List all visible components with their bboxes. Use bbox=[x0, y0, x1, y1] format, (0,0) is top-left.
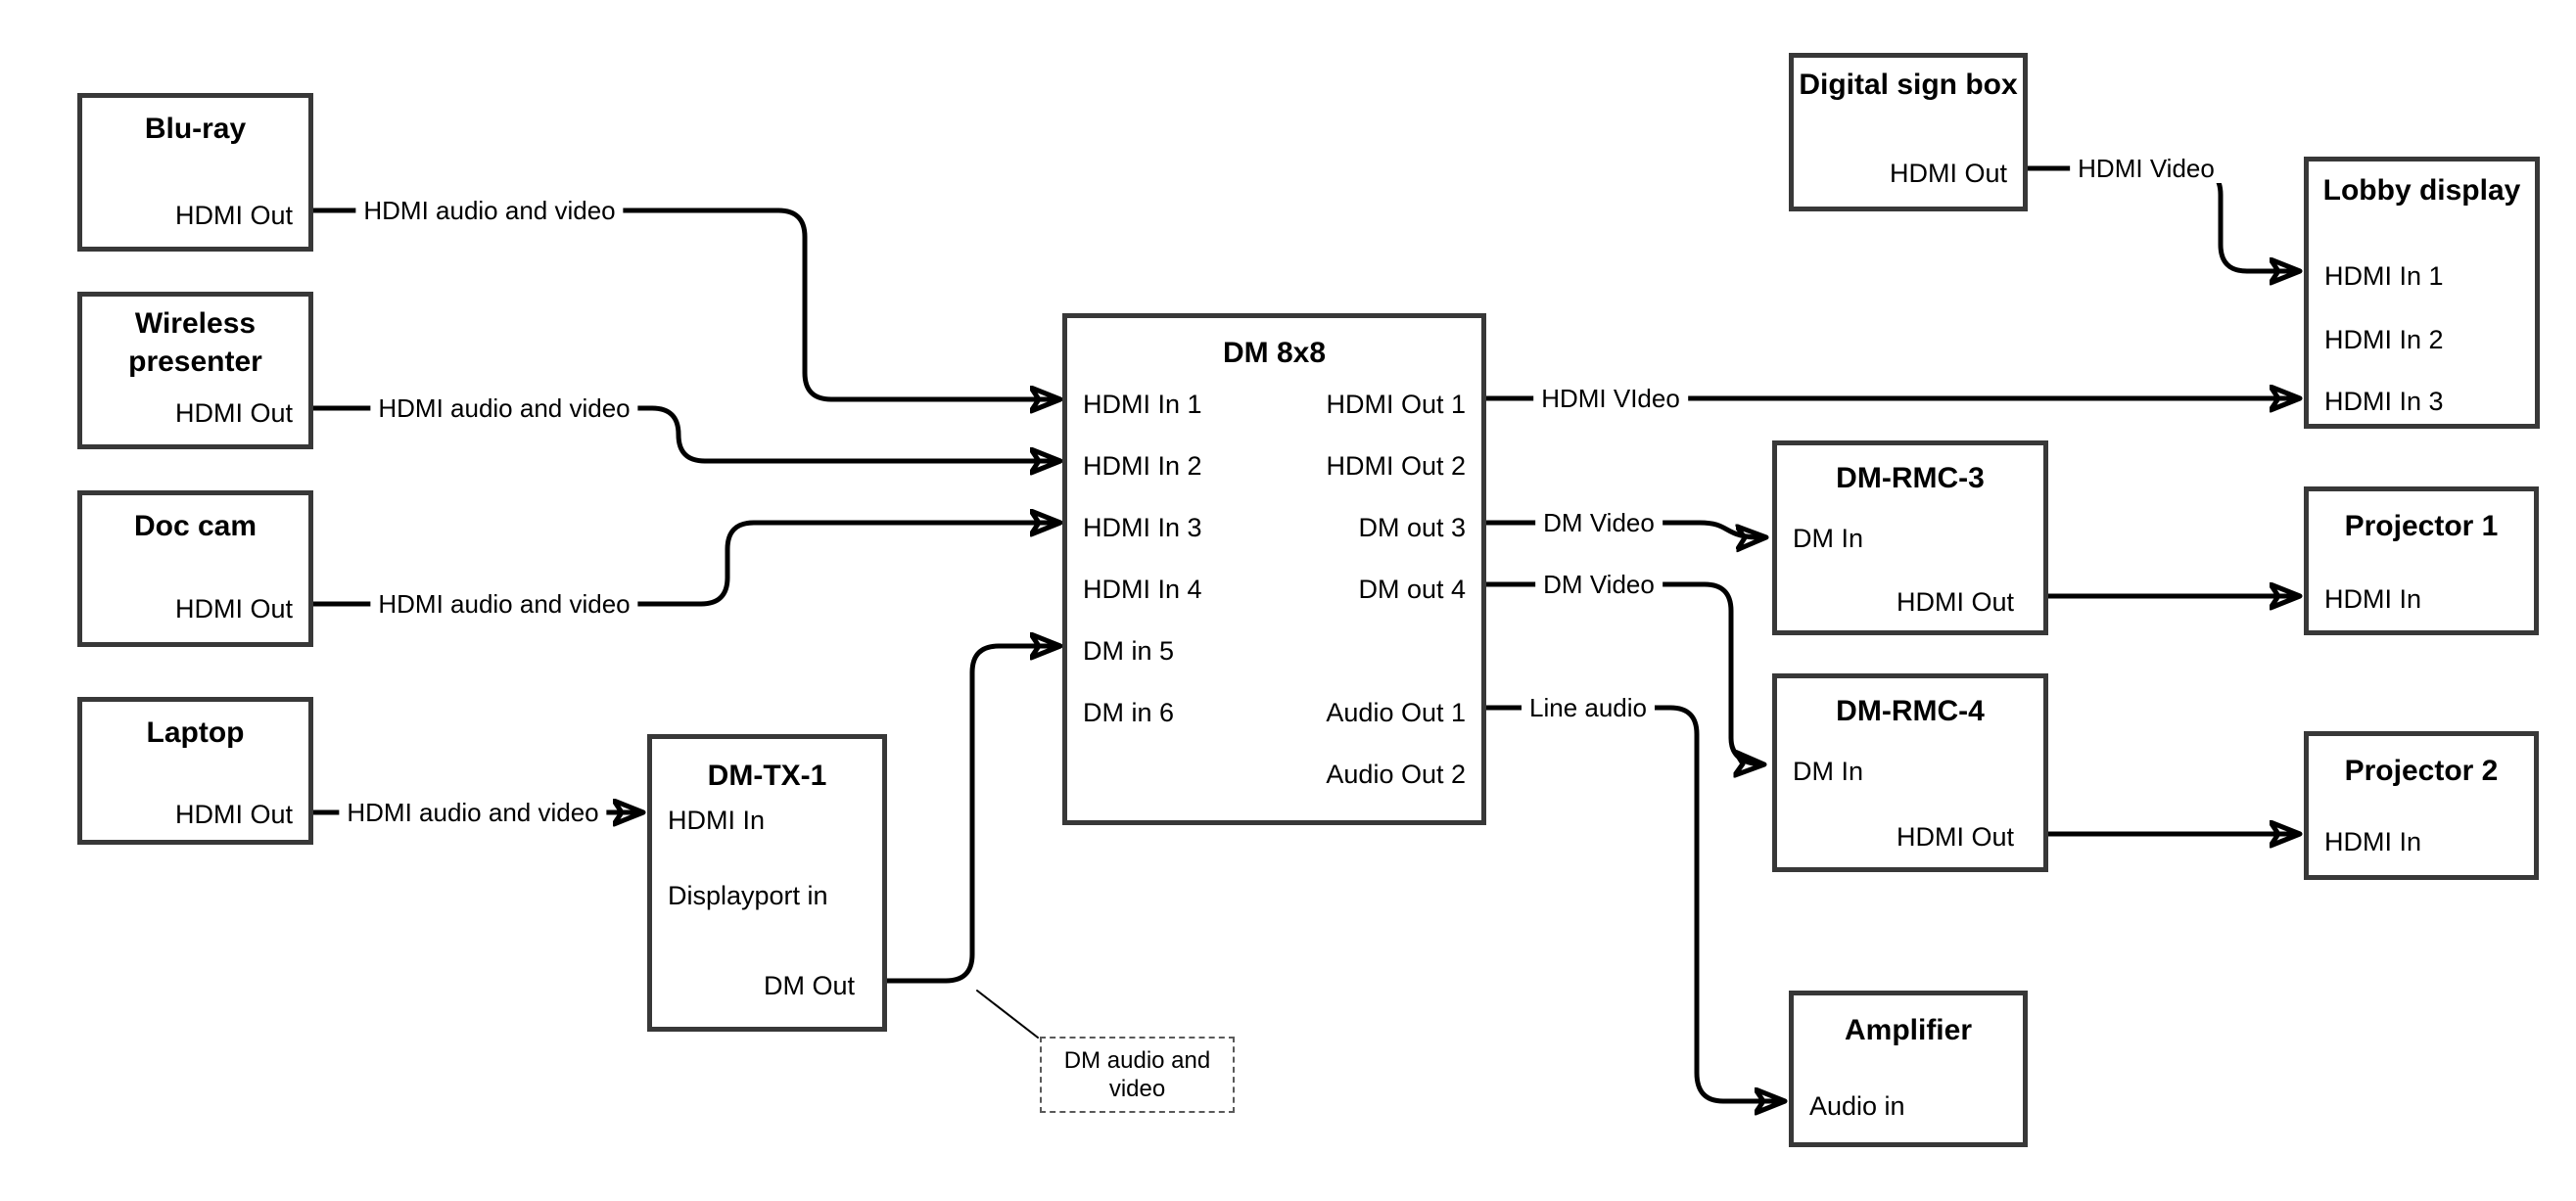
port-dm8x8-hdmi-out-2: HDMI Out 2 bbox=[1326, 451, 1466, 481]
edge-dmtx1-to-dm8x8-in5 bbox=[884, 646, 1059, 984]
port-dm8x8-hdmi-in-3: HDMI In 3 bbox=[1083, 513, 1202, 542]
port-dmtx1-hdmi-in: HDMI In bbox=[668, 806, 766, 835]
node-wireless-title: Wireless presenter bbox=[128, 307, 262, 378]
edge-label-dm-video-4: DM Video bbox=[1535, 570, 1663, 599]
port-lobby-hdmi-in-2: HDMI In 2 bbox=[2324, 325, 2444, 354]
port-dm8x8-hdmi-in-4: HDMI In 4 bbox=[1083, 575, 1202, 604]
node-lobby-display: Lobby display HDMI In 1 HDMI In 2 HDMI I… bbox=[2304, 157, 2540, 429]
edge-dm8x8-out3-to-rmc3 bbox=[1483, 520, 1765, 537]
edge-sign-to-lobby-in1 bbox=[2025, 165, 2299, 271]
port-dm8x8-audio-out-1: Audio Out 1 bbox=[1326, 698, 1466, 727]
port-wireless-hdmi-out: HDMI Out bbox=[174, 398, 293, 428]
node-projector1: Projector 1 HDMI In bbox=[2304, 486, 2539, 635]
port-rmc4-dm-in: DM In bbox=[1793, 757, 1864, 786]
node-amplifier-title: Amplifier bbox=[1844, 1014, 1973, 1046]
node-lobby-title: Lobby display bbox=[2322, 174, 2521, 207]
port-projector2-hdmi-in: HDMI In bbox=[2324, 827, 2422, 856]
node-digital-sign: Digital sign box HDMI Out bbox=[1789, 53, 2028, 211]
node-amplifier: Amplifier Audio in bbox=[1789, 991, 2028, 1147]
node-projector1-title: Projector 1 bbox=[2344, 510, 2499, 542]
edge-dm8x8-out4-to-rmc4 bbox=[1483, 581, 1763, 764]
edge-bluray-to-dm8x8-in1 bbox=[310, 208, 1059, 399]
node-digital-sign-title: Digital sign box bbox=[1799, 69, 2018, 101]
node-rmc4-title: DM-RMC-4 bbox=[1836, 695, 1985, 727]
node-rmc4: DM-RMC-4 DM In HDMI Out bbox=[1772, 673, 2048, 872]
callout-dm-audio-video-text: DM audio and video bbox=[1063, 1047, 1211, 1102]
port-dm8x8-dm-in-5: DM in 5 bbox=[1083, 636, 1175, 666]
port-dmtx1-dm-out: DM Out bbox=[763, 971, 855, 1000]
edge-wireless-to-dm8x8-in2 bbox=[310, 405, 1059, 461]
port-dm8x8-hdmi-in-1: HDMI In 1 bbox=[1083, 390, 1202, 419]
port-amplifier-audio-in: Audio in bbox=[1809, 1091, 1905, 1121]
edge-label-laptop: HDMI audio and video bbox=[339, 798, 607, 827]
node-laptop: Laptop HDMI Out bbox=[77, 697, 313, 845]
node-bluray: Blu-ray HDMI Out bbox=[77, 93, 313, 252]
port-bluray-hdmi-out: HDMI Out bbox=[174, 201, 293, 230]
port-laptop-hdmi-out: HDMI Out bbox=[174, 800, 293, 829]
port-projector1-hdmi-in: HDMI In bbox=[2324, 584, 2422, 614]
node-bluray-title: Blu-ray bbox=[144, 113, 247, 145]
callout-leader-line bbox=[976, 990, 1039, 1039]
node-laptop-title: Laptop bbox=[146, 716, 245, 749]
node-doccam: Doc cam HDMI Out bbox=[77, 490, 313, 647]
port-dm8x8-hdmi-in-2: HDMI In 2 bbox=[1083, 451, 1202, 481]
port-rmc4-hdmi-out: HDMI Out bbox=[1896, 822, 2014, 852]
node-dmtx1-title: DM-TX-1 bbox=[707, 760, 827, 792]
node-projector2: Projector 2 HDMI In bbox=[2304, 731, 2539, 880]
edge-label-doccam: HDMI audio and video bbox=[370, 589, 638, 619]
port-dm8x8-dm-out-3: DM out 3 bbox=[1358, 513, 1466, 542]
edge-dm8x8-audio1-to-amplifier bbox=[1483, 705, 1784, 1101]
node-projector2-title: Projector 2 bbox=[2344, 755, 2499, 787]
node-dm8x8: DM 8x8 HDMI In 1 HDMI In 2 HDMI In 3 HDM… bbox=[1062, 313, 1486, 825]
node-rmc3-title: DM-RMC-3 bbox=[1836, 462, 1985, 494]
port-dm8x8-hdmi-out-1: HDMI Out 1 bbox=[1326, 390, 1466, 419]
edge-label-hdmi-video-sign: HDMI Video bbox=[2070, 154, 2223, 183]
node-dm8x8-title: DM 8x8 bbox=[1222, 337, 1327, 369]
port-rmc3-dm-in: DM In bbox=[1793, 524, 1864, 553]
port-rmc3-hdmi-out: HDMI Out bbox=[1896, 587, 2014, 617]
edge-label-hdmi-video-out1: HDMI VIdeo bbox=[1533, 384, 1688, 413]
node-dmtx1: DM-TX-1 HDMI In Displayport in DM Out bbox=[647, 734, 887, 1032]
port-digital-sign-hdmi-out: HDMI Out bbox=[1889, 159, 2007, 188]
callout-dm-audio-video: DM audio and video bbox=[1040, 1037, 1235, 1113]
node-doccam-title: Doc cam bbox=[133, 510, 258, 542]
edge-label-bluray: HDMI audio and video bbox=[355, 196, 624, 225]
node-wireless-presenter: Wireless presenter HDMI Out bbox=[77, 292, 313, 449]
edge-label-wireless: HDMI audio and video bbox=[370, 393, 638, 423]
port-lobby-hdmi-in-3: HDMI In 3 bbox=[2324, 387, 2444, 416]
port-dm8x8-audio-out-2: Audio Out 2 bbox=[1326, 760, 1466, 789]
node-rmc3: DM-RMC-3 DM In HDMI Out bbox=[1772, 440, 2048, 635]
edge-doccam-to-dm8x8-in3 bbox=[310, 523, 1059, 607]
edge-label-dm-video-3: DM Video bbox=[1535, 508, 1663, 537]
port-doccam-hdmi-out: HDMI Out bbox=[174, 594, 293, 624]
port-dm8x8-dm-out-4: DM out 4 bbox=[1358, 575, 1466, 604]
port-dmtx1-displayport-in: Displayport in bbox=[668, 881, 828, 910]
port-lobby-hdmi-in-1: HDMI In 1 bbox=[2324, 261, 2444, 291]
edge-label-line-audio: Line audio bbox=[1522, 693, 1655, 722]
port-dm8x8-dm-in-6: DM in 6 bbox=[1083, 698, 1175, 727]
